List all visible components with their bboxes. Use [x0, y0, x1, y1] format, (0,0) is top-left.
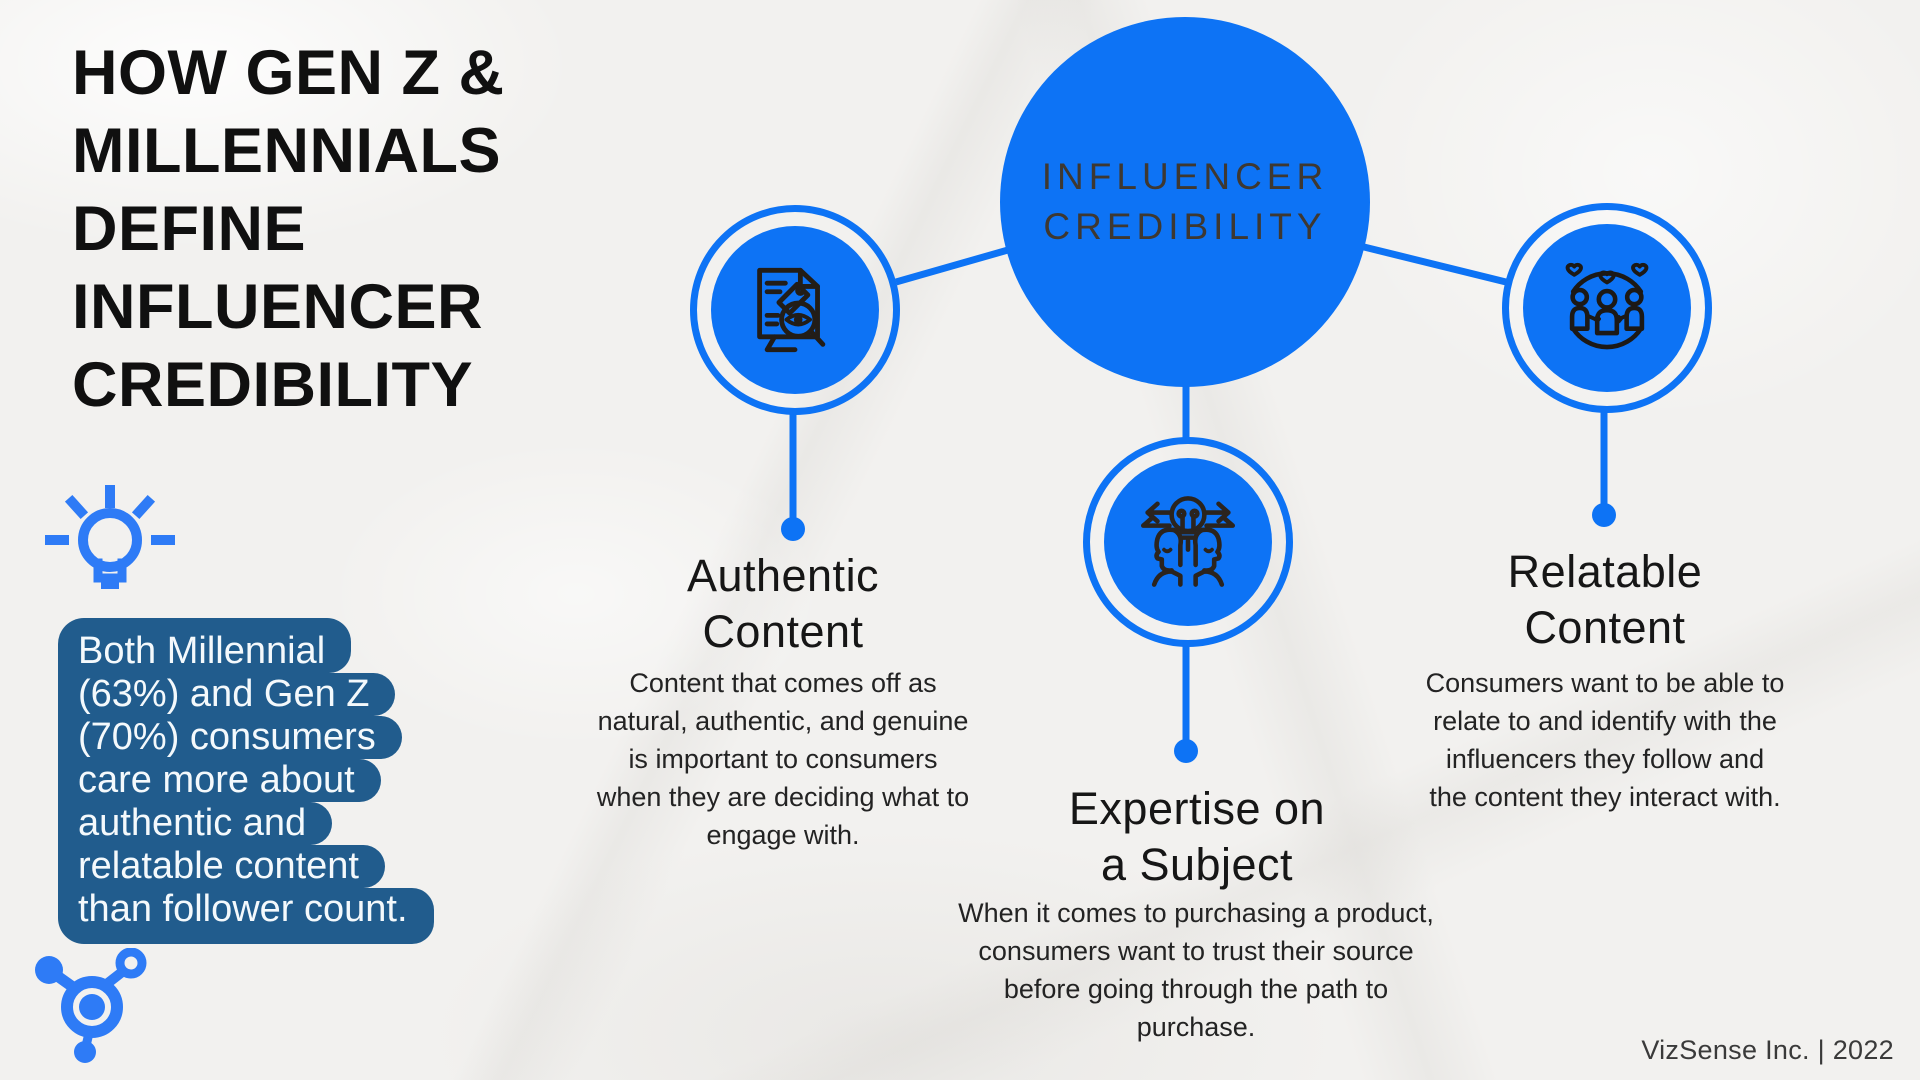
- page-title-line: HOW GEN Z &: [72, 38, 505, 108]
- section-title-authentic: Authentic Content: [583, 548, 983, 660]
- stat-callout-line: than follower count.: [58, 888, 434, 944]
- stat-callout: Both Millennial (63%) and Gen Z (70%) co…: [58, 618, 434, 944]
- hub-label-line: CREDIBILITY: [1043, 206, 1327, 247]
- stat-callout-line: Both Millennial: [58, 618, 352, 673]
- section-description-expertise: When it comes to purchasing a product, c…: [958, 898, 1434, 1042]
- section-title-line: a Subject: [1100, 839, 1294, 890]
- hub-label-line: INFLUENCER: [1041, 156, 1329, 197]
- credit-footer: VizSense Inc. | 2022: [1641, 1035, 1894, 1065]
- stat-callout-line: (63%) and Gen Z: [58, 673, 396, 716]
- expertise-minds-icon: [1140, 496, 1236, 587]
- section-title-line: Relatable: [1507, 546, 1703, 597]
- section-title-expertise: Expertise on a Subject: [997, 781, 1397, 893]
- hub-label: INFLUENCER CREDIBILITY: [1042, 152, 1328, 252]
- section-title-line: Content: [702, 606, 864, 657]
- section-title-line: Authentic: [686, 550, 880, 601]
- section-title-relatable: Relatable Content: [1405, 544, 1805, 656]
- node-fill-relatable: [1523, 224, 1691, 392]
- community-hearts-icon: [1565, 262, 1649, 350]
- molecule-icon: [34, 948, 156, 1064]
- section-description-authentic: Content that comes off as natural, authe…: [596, 668, 970, 850]
- node-circle-relatable: [1502, 203, 1712, 413]
- page-title-line: DEFINE: [72, 194, 307, 264]
- dot-authentic: [781, 517, 805, 541]
- connector-hub-to-relatable: [1363, 243, 1507, 286]
- lightbulb-icon: [44, 482, 176, 610]
- page-title-line: CREDIBILITY: [72, 350, 474, 420]
- section-title-line: Expertise on: [1068, 783, 1326, 834]
- node-circle-authentic: [690, 205, 900, 415]
- node-fill-expertise: [1104, 458, 1272, 626]
- section-description-relatable: Consumers want to be able to relate to a…: [1425, 668, 1785, 812]
- dot-expertise: [1174, 739, 1198, 763]
- page-title-line: INFLUENCER: [72, 272, 483, 342]
- connector-hub-to-authentic: [895, 246, 1009, 286]
- hub-circle: INFLUENCER CREDIBILITY: [1000, 17, 1370, 387]
- stat-callout-line: care more about: [58, 759, 381, 802]
- stat-callout-line: (70%) consumers: [58, 716, 402, 759]
- node-fill-authentic: [711, 226, 879, 394]
- stat-callout-line: relatable content: [58, 845, 385, 888]
- section-title-line: Content: [1524, 602, 1686, 653]
- page-title: HOW GEN Z & MILLENNIALS DEFINE INFLUENCE…: [72, 34, 632, 424]
- stat-callout-line: authentic and: [58, 802, 333, 845]
- dot-relatable: [1592, 503, 1616, 527]
- node-circle-expertise: [1083, 437, 1293, 647]
- page-title-line: MILLENNIALS: [72, 116, 501, 186]
- content-review-icon: [757, 267, 826, 353]
